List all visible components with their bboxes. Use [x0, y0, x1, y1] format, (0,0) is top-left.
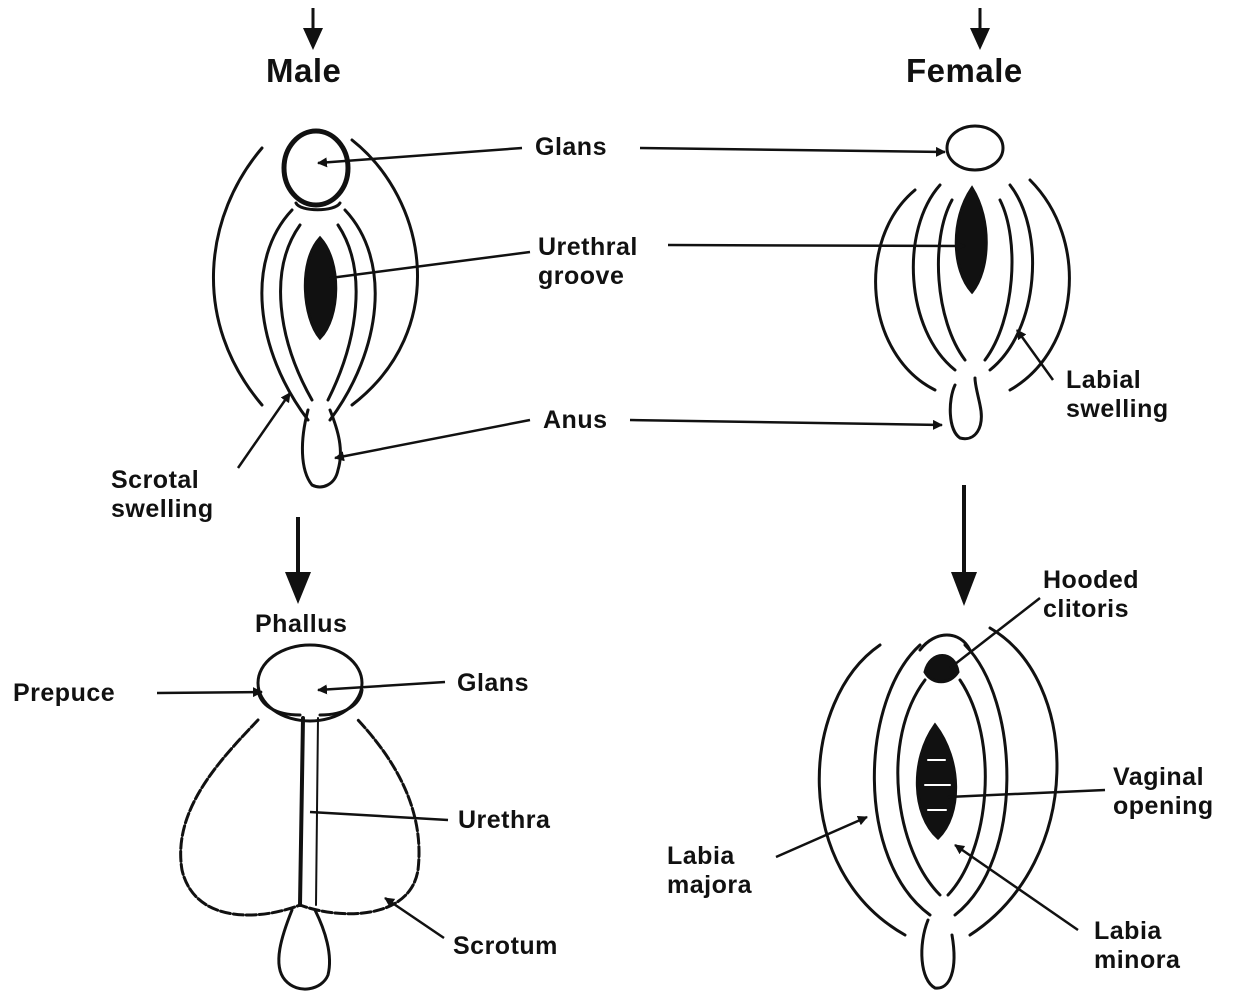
vaginal-opening [917, 725, 955, 838]
female-glans-top [947, 126, 1003, 170]
vaginal-opening-pointer [948, 790, 1105, 797]
label-glans-top: Glans [535, 133, 607, 162]
label-labial-swelling-line1: Labial [1066, 366, 1141, 395]
prepuce-pointer [157, 692, 262, 693]
transition-arrow-male [285, 517, 311, 604]
anus-pointer-male [335, 420, 530, 458]
top-arrow-female [970, 8, 990, 50]
urethra-line [300, 718, 303, 905]
label-labial-swelling-line2: swelling [1066, 395, 1169, 424]
male-glans-top [284, 131, 348, 205]
male-indifferent-drawing [213, 131, 417, 487]
scrotal-swelling-left-outline [213, 148, 262, 405]
label-vaginal-opening-line1: Vaginal [1113, 763, 1204, 792]
label-prepuce: Prepuce [13, 679, 115, 708]
label-urethral-groove-line1: Urethral [538, 233, 638, 262]
urethral-groove-male [305, 238, 335, 338]
label-labia-majora-line1: Labia [667, 842, 735, 871]
urethral-groove-pointer-male [330, 252, 530, 278]
labia-minora-pointer [955, 845, 1078, 930]
label-scrotal-swelling-line1: Scrotal [111, 466, 199, 495]
scrotum-pointer [385, 898, 444, 938]
label-hooded-clitoris-line1: Hooded [1043, 566, 1139, 595]
anus-pointer-female [630, 420, 942, 425]
hooded-clitoris-pointer [950, 598, 1040, 668]
label-labia-minora-line2: minora [1094, 946, 1180, 975]
labia-majora-right-outline [970, 628, 1057, 935]
label-urethra: Urethra [458, 806, 550, 835]
labia-majora-pointer [776, 817, 867, 857]
urethral-groove-female [956, 188, 986, 292]
urethra-pointer [310, 812, 448, 820]
top-arrow-male [303, 8, 323, 50]
label-vaginal-opening-line2: opening [1113, 792, 1214, 821]
label-scrotal-swelling-line2: swelling [111, 495, 214, 524]
label-phallus: Phallus [255, 610, 347, 639]
label-labia-majora-line2: majora [667, 871, 752, 900]
hooded-clitoris [925, 656, 958, 682]
glans-pointer-bottom [318, 682, 445, 690]
heading-male: Male [266, 52, 341, 90]
female-differentiated-drawing [819, 628, 1057, 988]
urethral-groove-pointer-female [668, 245, 965, 246]
label-labia-minora-line1: Labia [1094, 917, 1162, 946]
label-urethral-groove-line2: groove [538, 262, 624, 291]
glans-pointer-female [640, 148, 945, 152]
transition-arrow-female [951, 485, 977, 606]
scrotal-swelling-pointer [238, 393, 290, 468]
label-scrotum: Scrotum [453, 932, 558, 961]
label-glans-bottom: Glans [457, 669, 529, 698]
label-anus: Anus [543, 406, 608, 435]
heading-female: Female [906, 52, 1023, 90]
female-indifferent-drawing [876, 126, 1070, 439]
label-hooded-clitoris-line2: clitoris [1043, 595, 1129, 624]
